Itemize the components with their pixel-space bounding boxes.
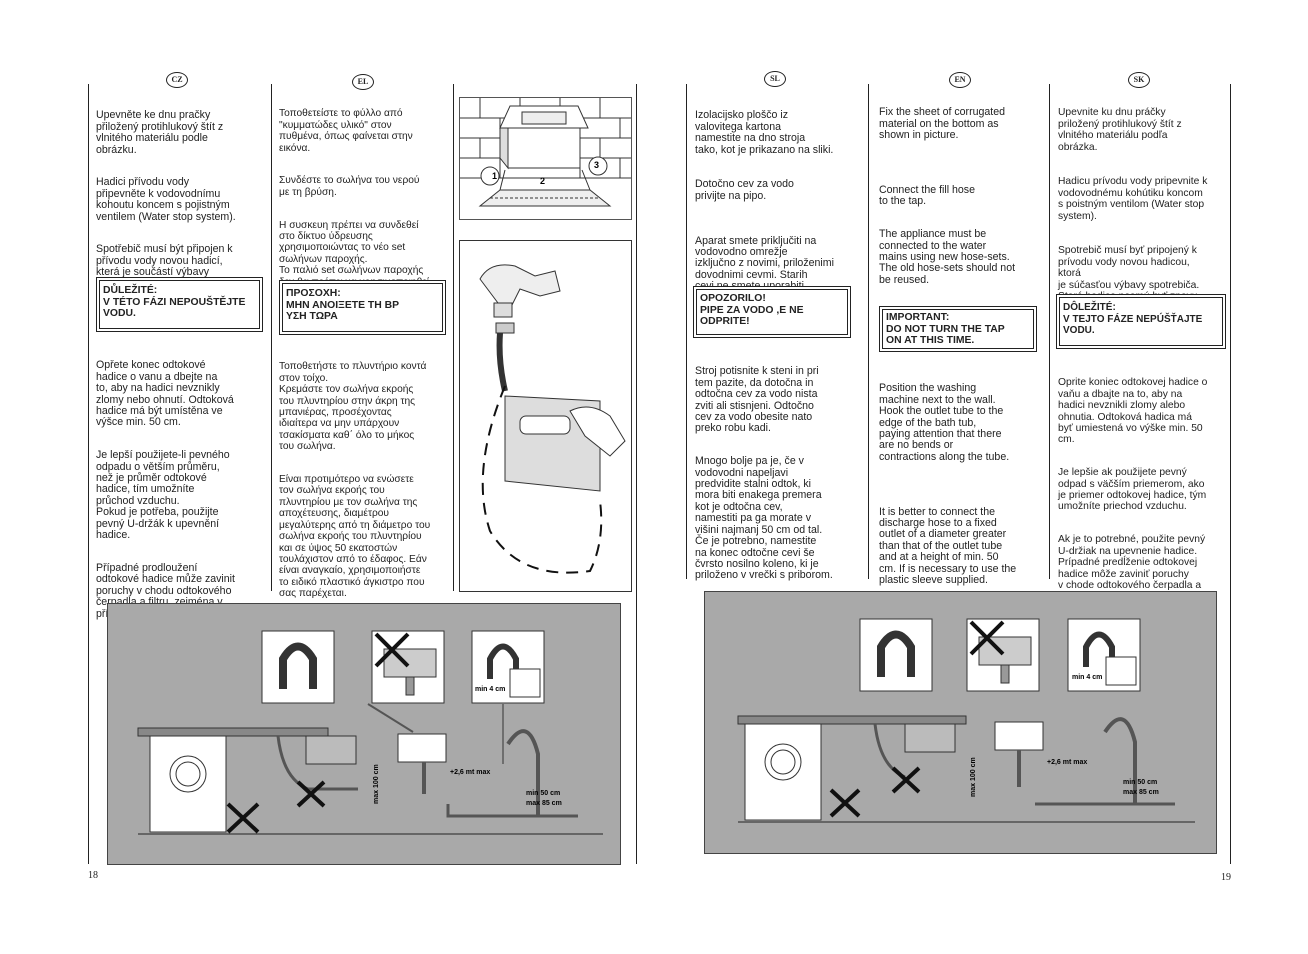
- drain-installation-figure-left: min 4 cm max 100 cm +2,6 mt max min 50 c…: [107, 603, 621, 865]
- page-number-right: 19: [1221, 872, 1231, 883]
- plus-2-6mt-label: +2,6 mt max: [450, 769, 490, 776]
- min-4cm-label: min 4 cm: [475, 686, 505, 693]
- sk-text-1: Upevnite ku dnu práčky priložený protihl…: [1058, 96, 1230, 324]
- drain-diagram-left: min 4 cm max 100 cm +2,6 mt max min 50 c…: [137, 630, 603, 835]
- sk-paragraph: Je lepšie ak použijete pevný odpad s väč…: [1058, 467, 1207, 513]
- sl-paragraph: Izolacijsko ploščo iz valovitega kartona…: [695, 109, 834, 156]
- drain-diagram-right: min 4 cm max 100 cm +2,6 mt max min 50 c…: [737, 618, 1195, 823]
- cz-language-badge: CZ: [166, 72, 188, 88]
- el-text-2: Τοποθετήστε το πλυντήριο κοντά στον τοίχ…: [279, 350, 451, 621]
- el-paragraph: Συνδέστε το σωλήνα του νερού με τη βρύση…: [279, 175, 420, 198]
- el-paragraph: Η συσκευη πρέπει να συνδεθεί στο δίκτυο …: [279, 219, 432, 288]
- drain-installation-figure-right: min 4 cm max 100 cm +2,6 mt max min 50 c…: [704, 591, 1217, 854]
- max-100cm-label: max 100 cm: [970, 757, 977, 797]
- max-100cm-label: max 100 cm: [373, 764, 380, 804]
- en-warning-box: IMPORTANT: DO NOT TURN THE TAP ON AT THI…: [879, 306, 1037, 352]
- sl-paragraph: Stroj potisnite k steni in pri tem pazit…: [695, 365, 819, 435]
- min-50cm-label: min 50 cm: [1123, 779, 1157, 786]
- column-divider: [868, 84, 869, 579]
- sl-text-2: Stroj potisnite k steni in pri tem pazit…: [695, 355, 867, 603]
- sl-paragraph: Aparat smete priključiti na vodovodno om…: [695, 234, 834, 292]
- sk-paragraph: Oprite koniec odtokovej hadice o vaňu a …: [1058, 377, 1208, 446]
- max-85cm-label: max 85 cm: [526, 800, 562, 807]
- cz-paragraph: Upevněte ke dnu pračky přiložený protihl…: [96, 109, 224, 156]
- corrugated-sheet-illustration: 1 2 3: [460, 98, 631, 207]
- en-language-badge: EN: [949, 72, 971, 88]
- el-text-1: Τοποθετείστε το φύλλο από "κυμματώδες υλ…: [279, 97, 451, 310]
- sl-paragraph: Dotočno cev za vodo privijte na pipo.: [695, 178, 794, 202]
- max-85cm-label: max 85 cm: [1123, 789, 1159, 796]
- column-divider: [453, 84, 454, 591]
- sk-paragraph: Upevnite ku dnu práčky priložený protihl…: [1058, 107, 1182, 153]
- en-paragraph: It is better to connect the discharge ho…: [879, 505, 1017, 587]
- en-paragraph: Fix the sheet of corrugated material on …: [879, 106, 1006, 142]
- column-divider: [686, 84, 687, 579]
- step-2-label: 2: [540, 176, 545, 186]
- tap-hose-illustration: [479, 264, 626, 574]
- corrugated-sheet-figure: 1 2 3: [459, 97, 632, 220]
- column-divider: [1230, 84, 1231, 864]
- el-paragraph: Είναι προτιμότερο να ενώσετε τον σωλήνα …: [279, 474, 431, 600]
- cz-warning-box: DŮLEŽITÉ: V TÉTO FÁZI NEPOUŠTĚJTE VODU.: [96, 277, 263, 332]
- column-divider: [1049, 84, 1050, 579]
- sl-warning-box: OPOZORILO! PIPE ZA VODO ,E NE ODPRITE!: [693, 286, 851, 338]
- column-divider: [88, 84, 89, 864]
- column-divider: [271, 84, 272, 591]
- en-paragraph: Position the washing machine next to the…: [879, 382, 1010, 463]
- step-3-label: 3: [594, 160, 599, 170]
- el-paragraph: Τοποθετήστε το πλυντήριο κοντά στον τοίχ…: [279, 361, 427, 453]
- plus-2-6mt-label: +2,6 mt max: [1047, 759, 1087, 766]
- sk-language-badge: SK: [1128, 72, 1150, 88]
- cz-paragraph: Je lepší použijete-li pevného odpadu o v…: [96, 449, 230, 542]
- en-paragraph: The appliance must be connected to the w…: [879, 228, 1016, 286]
- sl-language-badge: SL: [764, 71, 786, 87]
- column-divider: [636, 84, 637, 864]
- sk-text-2: Oprite koniec odtokovej hadice o vaňu a …: [1058, 366, 1230, 636]
- el-paragraph: Τοποθετείστε το φύλλο από "κυμματώδες υλ…: [279, 108, 413, 154]
- cz-text-2: Opřete konec odtokové hadice o vanu a db…: [96, 349, 268, 641]
- sl-paragraph: Mnogo bolje pa je, če v vodovodni napelj…: [695, 455, 833, 582]
- min-4cm-label: min 4 cm: [1072, 674, 1102, 681]
- step-1-label: 1: [492, 171, 497, 181]
- el-warning-box: ΠΡΟΣΟΧΗ: ΜΗΝ ΑΝΟΙΞΕΤΕ ΤΗ ΒΡ ΥΣΗ ΤΩΡΑ: [279, 280, 446, 335]
- cz-paragraph: Opřete konec odtokové hadice o vanu a db…: [96, 359, 234, 429]
- en-paragraph: Connect the fill hose to the tap.: [879, 184, 975, 208]
- sl-text-1: Izolacijsko ploščo iz valovitega kartona…: [695, 99, 867, 314]
- cz-paragraph: Hadici přívodu vody připevněte k vodovod…: [96, 176, 236, 223]
- page-number-left: 18: [88, 870, 98, 881]
- min-50cm-label: min 50 cm: [526, 790, 560, 797]
- en-text-1: Fix the sheet of corrugated material on …: [879, 96, 1047, 308]
- sk-paragraph: Hadicu prívodu vody pripevnite k vodovod…: [1058, 176, 1208, 222]
- sk-warning-box: DÔLEŽITÉ: V TEJTO FÁZE NEPÚŠŤAJTE VODU.: [1056, 294, 1226, 349]
- tap-connection-figure: [459, 240, 632, 592]
- en-text-2: Position the washing machine next to the…: [879, 372, 1047, 608]
- el-language-badge: EL: [352, 74, 374, 90]
